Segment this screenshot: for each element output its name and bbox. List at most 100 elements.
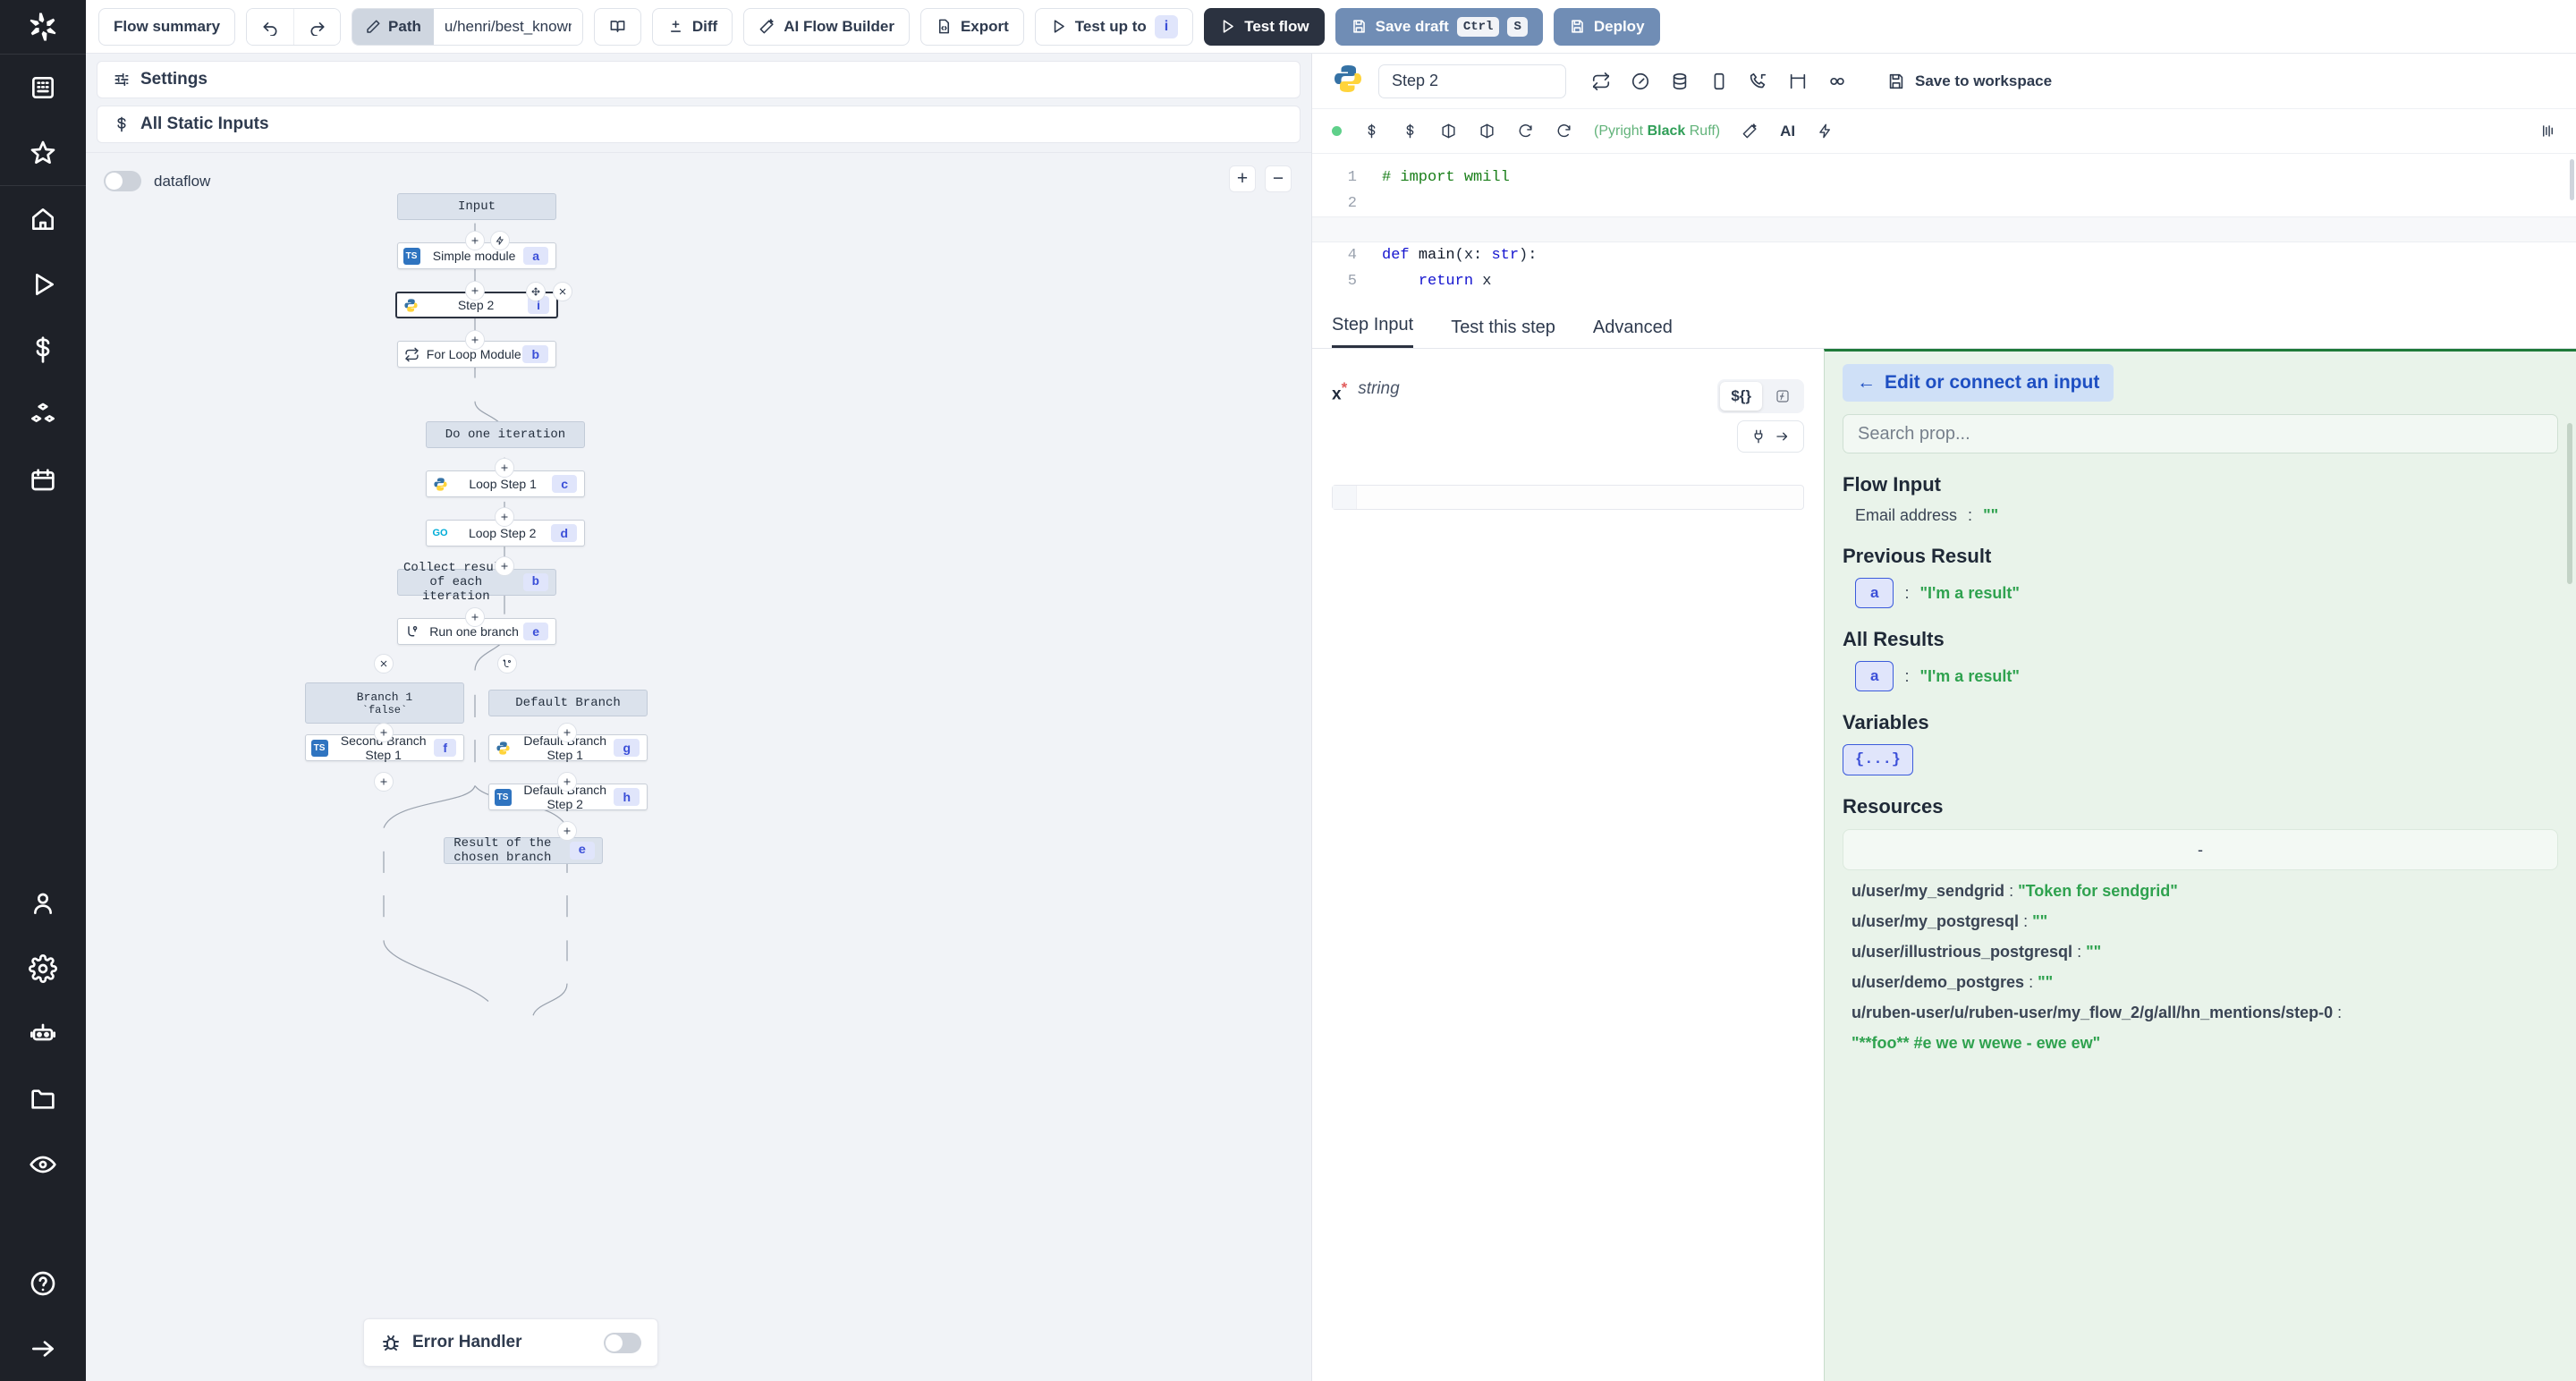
step-name-input[interactable] xyxy=(1378,64,1566,98)
move-node-handle[interactable] xyxy=(526,282,546,301)
add-step-button-10[interactable] xyxy=(374,772,394,792)
delete-node-button[interactable] xyxy=(553,282,572,301)
mode-function-button[interactable] xyxy=(1764,382,1801,411)
arg-value-input[interactable] xyxy=(1332,485,1804,510)
ai-label[interactable]: AI xyxy=(1780,123,1795,140)
zoom-out-button[interactable]: − xyxy=(1265,165,1292,192)
windmill-logo[interactable] xyxy=(0,0,86,54)
docs-book-button[interactable] xyxy=(594,8,641,46)
resources-empty-box[interactable]: - xyxy=(1843,829,2558,870)
remove-branch-button[interactable] xyxy=(374,654,394,674)
sidebar-item-settings[interactable] xyxy=(0,936,86,1001)
package-icon-2[interactable] xyxy=(1479,123,1496,140)
sidebar-item-user[interactable] xyxy=(0,870,86,936)
add-step-button-5[interactable] xyxy=(495,507,514,527)
phone-call-icon[interactable] xyxy=(1749,72,1768,91)
add-branch-button[interactable] xyxy=(497,654,517,674)
path-input[interactable] xyxy=(434,9,582,45)
refresh-icon-2[interactable] xyxy=(1555,123,1572,140)
deploy-button[interactable]: Deploy xyxy=(1554,8,1660,46)
database-icon[interactable] xyxy=(1670,72,1690,91)
diff-button[interactable]: Diff xyxy=(652,8,733,46)
node-do-one-iteration[interactable]: Do one iteration xyxy=(426,421,585,448)
settings-panel-button[interactable]: Settings xyxy=(97,61,1301,98)
redo-icon[interactable] xyxy=(293,9,340,45)
resource-row[interactable]: u/ruben-user/u/ruben-user/my_flow_2/g/al… xyxy=(1843,1004,2558,1022)
resource-row[interactable]: u/user/illustrious_postgresql : "" xyxy=(1843,943,2558,962)
variables-row[interactable]: {...} xyxy=(1843,744,2558,775)
sidebar-item-expand[interactable] xyxy=(0,1316,86,1381)
ai-flow-builder-button[interactable]: AI Flow Builder xyxy=(743,8,910,46)
timer-icon[interactable] xyxy=(1631,72,1650,91)
add-step-button-6[interactable] xyxy=(495,556,514,576)
error-handler-card[interactable]: Error Handler xyxy=(363,1318,658,1367)
sidebar-item-workspace[interactable] xyxy=(0,55,86,120)
edit-or-connect-button[interactable]: ← Edit or connect an input xyxy=(1843,364,2114,402)
add-step-button-9[interactable] xyxy=(557,723,577,742)
tab-step-input[interactable]: Step Input xyxy=(1332,315,1413,348)
sidebar-item-folders[interactable] xyxy=(0,1066,86,1131)
loop-icon-2[interactable] xyxy=(1591,72,1611,91)
sidebar-item-favorites[interactable] xyxy=(0,120,86,185)
refresh-icon-1[interactable] xyxy=(1517,123,1534,140)
connect-input-button[interactable] xyxy=(1737,420,1804,453)
sidebar-item-schedules[interactable] xyxy=(0,447,86,513)
node-default-branch[interactable]: Default Branch xyxy=(488,690,648,716)
node-collect-result[interactable]: Collect result of each iteration b xyxy=(397,569,556,596)
test-up-to-button[interactable]: Test up to i xyxy=(1035,8,1193,46)
dataflow-toggle[interactable] xyxy=(104,171,141,191)
sidebar-item-resources[interactable] xyxy=(0,382,86,447)
flow-input-row[interactable]: Email address : "" xyxy=(1843,506,2558,525)
add-step-button-2[interactable] xyxy=(465,281,485,301)
resource-row[interactable]: u/user/my_postgresql : "" xyxy=(1843,912,2558,931)
node-input[interactable]: Input xyxy=(397,193,556,220)
add-step-button-11[interactable] xyxy=(557,772,577,792)
search-prop-input[interactable] xyxy=(1843,414,2558,453)
connect-panel-scrollbar[interactable] xyxy=(2567,423,2572,584)
save-to-workspace-button[interactable]: Save to workspace xyxy=(1886,72,2052,91)
tab-advanced[interactable]: Advanced xyxy=(1593,318,1673,348)
kanban-icon[interactable] xyxy=(1788,72,1808,91)
flow-summary-button[interactable]: Flow summary xyxy=(98,8,235,46)
add-step-button-4[interactable] xyxy=(495,458,514,478)
minimap-icon[interactable] xyxy=(2539,123,2556,140)
dollar-icon-2[interactable] xyxy=(1402,123,1419,140)
sidebar-item-variables[interactable] xyxy=(0,317,86,382)
sidebar-item-runs[interactable] xyxy=(0,251,86,317)
error-handler-toggle[interactable] xyxy=(604,1333,641,1353)
flow-canvas[interactable]: dataflow + − xyxy=(86,152,1311,1381)
sidebar-item-help[interactable] xyxy=(0,1250,86,1316)
code-editor[interactable]: 1 2 3 4 5 # import wmill def main(x: str… xyxy=(1312,154,2576,302)
node-branch-1[interactable]: Branch 1 `false` xyxy=(305,682,464,724)
node-result-of-chosen-branch[interactable]: Result of the chosen branch e xyxy=(444,837,603,864)
resource-row[interactable]: u/user/my_sendgrid : "Token for sendgrid… xyxy=(1843,882,2558,901)
magic-wand-icon-2[interactable] xyxy=(1741,123,1758,140)
add-trigger-button[interactable] xyxy=(490,231,510,250)
path-field[interactable]: Path xyxy=(352,8,583,46)
undo-icon[interactable] xyxy=(247,9,293,45)
code-scrollbar[interactable] xyxy=(2570,159,2574,200)
link-icon[interactable] xyxy=(1827,72,1847,91)
lightning-icon-2[interactable] xyxy=(1817,123,1834,140)
add-step-button-1[interactable] xyxy=(465,231,485,250)
add-step-button-12[interactable] xyxy=(557,821,577,841)
sidebar-item-audit[interactable] xyxy=(0,1131,86,1197)
previous-result-row[interactable]: a : "I'm a result" xyxy=(1843,578,2558,608)
sidebar-item-home[interactable] xyxy=(0,186,86,251)
all-results-row[interactable]: a : "I'm a result" xyxy=(1843,661,2558,691)
mode-expression-button[interactable]: ${} xyxy=(1720,382,1762,411)
package-icon-1[interactable] xyxy=(1440,123,1457,140)
tab-test-this-step[interactable]: Test this step xyxy=(1451,318,1555,348)
zoom-in-button[interactable]: + xyxy=(1229,165,1256,192)
save-draft-button[interactable]: Save draft Ctrl S xyxy=(1335,8,1543,46)
dollar-icon-1[interactable] xyxy=(1363,123,1380,140)
test-flow-button[interactable]: Test flow xyxy=(1204,8,1324,46)
add-step-button-8[interactable] xyxy=(374,723,394,742)
container-icon[interactable] xyxy=(1709,72,1729,91)
export-button[interactable]: Export xyxy=(920,8,1024,46)
all-static-inputs-button[interactable]: All Static Inputs xyxy=(97,106,1301,143)
code-text[interactable]: # import wmill def main(x: str): return … xyxy=(1369,154,2576,302)
sidebar-item-workers[interactable] xyxy=(0,1001,86,1066)
add-step-button-7[interactable] xyxy=(465,607,485,627)
resource-row[interactable]: u/user/demo_postgres : "" xyxy=(1843,973,2558,992)
